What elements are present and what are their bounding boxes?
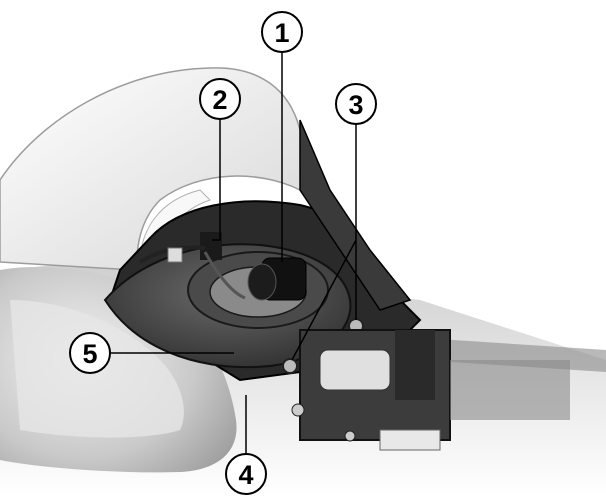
callout-label-3: 3: [348, 90, 363, 120]
pump-flange-plate: [103, 232, 352, 369]
callout-3: 3: [335, 83, 377, 125]
frame-mechanism: [291, 329, 570, 451]
callout-1: 1: [261, 11, 303, 53]
leader-lines: [110, 52, 357, 458]
callout-label-2: 2: [212, 85, 227, 115]
callout-label-4: 4: [238, 460, 253, 490]
callout-4: 4: [225, 453, 267, 495]
callout-label-1: 1: [274, 18, 289, 48]
leader-line-3b: [291, 239, 357, 361]
callout-label-5: 5: [82, 339, 97, 369]
callout-2: 2: [199, 78, 241, 120]
callout-5: 5: [69, 332, 111, 374]
leader-line-2: [212, 116, 221, 241]
